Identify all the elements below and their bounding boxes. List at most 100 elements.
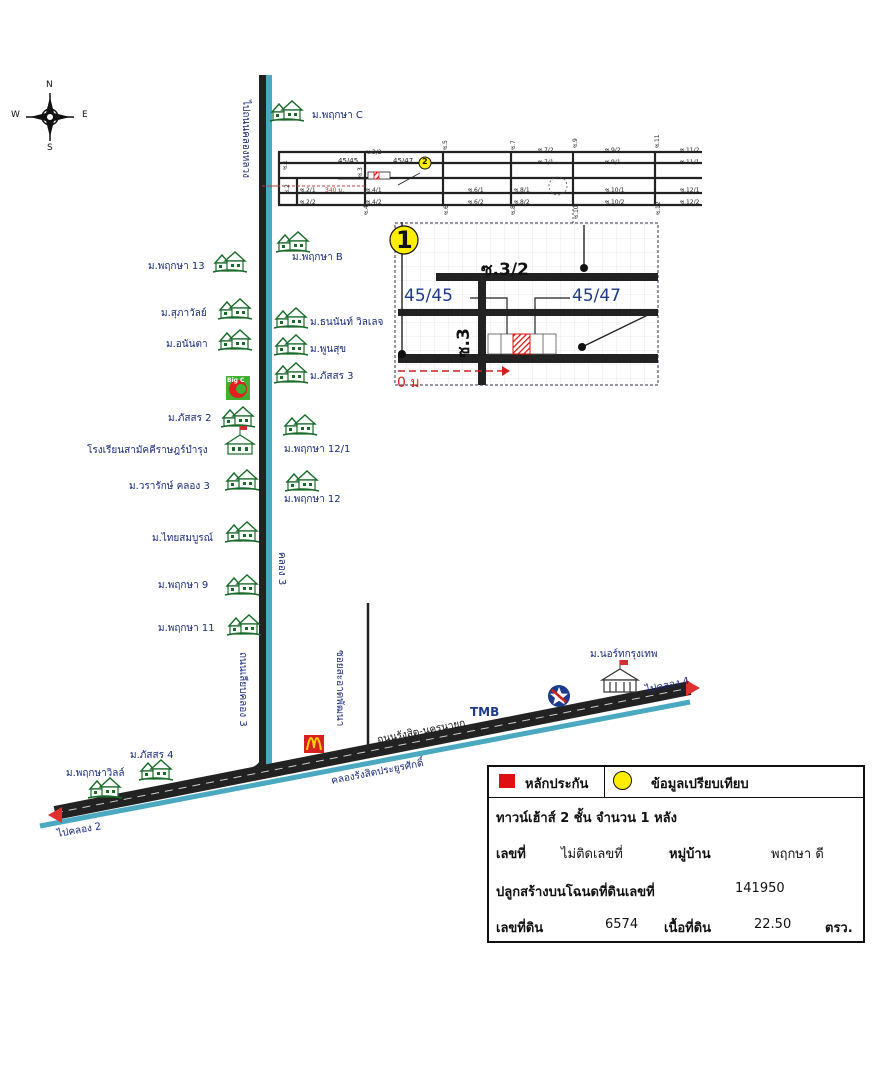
- soi-grid-label: ซ.11/2: [680, 147, 700, 154]
- village-pruksa-b-icon: [276, 231, 310, 253]
- soi-grid-label: ซ.6: [443, 205, 450, 215]
- compass-w: W: [11, 110, 20, 120]
- inset-distance: 0 ม: [397, 375, 420, 391]
- area-unit: ตรว.: [825, 921, 853, 936]
- inset-map: [389, 222, 659, 386]
- village-pruksa11-icon: [227, 614, 261, 636]
- soi-grid-label: ซ.8/2: [514, 199, 530, 206]
- soi-grid-label: ซ.10/2: [605, 199, 625, 206]
- village-thananan-icon: [274, 307, 308, 329]
- soi-grid-label: ซ.11: [654, 134, 661, 148]
- tmb-logo: TMB: [470, 705, 500, 719]
- arrow-left-icon: [48, 807, 62, 823]
- village-label: ม.ไทยสมบูรณ์: [152, 533, 213, 544]
- village-pruksa12-icon: [285, 470, 319, 492]
- compass-e: E: [82, 110, 88, 120]
- comparable-marker-2: [418, 156, 432, 170]
- village-passorn4-icon: [139, 759, 173, 781]
- comparable-marker-label: 2: [422, 157, 428, 166]
- house-no-label: เลขที่: [496, 847, 526, 862]
- village-label: ม.พฤกษา 13: [148, 261, 205, 272]
- village-label: ม.พฤกษา 9: [158, 580, 209, 591]
- soi-grid-label: ซ.8/1: [514, 187, 530, 194]
- soi-grid-label: ซ.3: [357, 167, 364, 177]
- village-label: ม.พฤกษา 11: [158, 623, 215, 634]
- inset-number: 1: [396, 226, 413, 254]
- village-pruksa12-1-icon: [283, 414, 317, 436]
- village-label: ม.พูนสุข: [310, 344, 347, 355]
- grid-distance-label: 340 ม.: [325, 187, 345, 194]
- village-label: ม.นอร์ทกรุงเทพ: [590, 649, 658, 660]
- soi-grid-label: ซ.9/1: [605, 159, 621, 166]
- soi-grid-label: ซ.10: [573, 205, 580, 219]
- village-ananta-icon: [218, 329, 252, 351]
- legend-row: หลักประกัน ข้อมูลเปรียบเทียบ: [489, 767, 863, 798]
- village-label: ม.ภัสสร 4: [130, 750, 174, 761]
- house-no-value: ไม่ติดเลขที่: [561, 847, 623, 862]
- soi-grid-label: ซ.5: [442, 140, 449, 150]
- soi-grid-label: ซ.9: [572, 138, 579, 148]
- village-label: ม.ภัสสร 3: [310, 371, 354, 382]
- soi-grid-label: ซ.2/2: [300, 199, 316, 206]
- village-wararak-icon: [225, 469, 259, 491]
- soi-grid-label: ซ.12: [655, 201, 662, 215]
- soi-grid-label: ซ.7: [510, 140, 517, 150]
- village-poonsuk-icon: [274, 334, 308, 356]
- village-thaisomboon-icon: [225, 521, 259, 543]
- village-label: ม.พฤกษา B: [292, 252, 343, 263]
- inset-soi-side: ซ.3: [454, 328, 474, 358]
- land-no-value: 6574: [605, 917, 639, 932]
- soi-grid-label: ซ.6/1: [468, 187, 484, 194]
- soi-grid-label: ซ.12/2: [680, 199, 700, 206]
- soi-grid-label: ซ.7/1: [538, 159, 554, 166]
- village-label: ม.สุภาวัลย์: [161, 308, 207, 319]
- inset-soi-main: ซ.3/2: [481, 260, 529, 280]
- legend-comparable: ข้อมูลเปรียบเทียบ: [651, 777, 749, 792]
- village-passorn3-icon: [274, 362, 308, 384]
- soi-grid-label: ซ.2: [284, 184, 291, 194]
- area-label: เนื้อที่ดิน: [664, 921, 712, 936]
- soi-grid-label: ซ.10/1: [605, 187, 625, 194]
- bigc-logo: [226, 376, 250, 400]
- inset-house-left: 45/45: [404, 286, 453, 306]
- village-supawan-icon: [218, 298, 252, 320]
- highway-canal: [39, 699, 691, 829]
- soi-grid-label: ซ.9/2: [605, 147, 621, 154]
- legend-collateral: หลักประกัน: [525, 777, 589, 792]
- grid-house-label: 45/47: [393, 157, 414, 165]
- building-icon: [599, 660, 641, 693]
- road-label-vertical: ถนนเลียบคลอง 3: [237, 652, 248, 727]
- deed-label: ปลูกสร้างบนโฉนดที่ดินเลขที่: [496, 885, 655, 900]
- main-road-vertical: [259, 75, 266, 765]
- area-value: 22.50: [754, 917, 792, 932]
- mcdonalds-logo: [304, 735, 324, 753]
- soi-label: ซอยสะอาดพัฒนา: [334, 650, 345, 727]
- canal-vertical: [266, 75, 272, 775]
- village-label: ม.พฤกษาวิลล์: [66, 768, 125, 779]
- compass-n: N: [46, 80, 53, 90]
- bigc-label: Big C: [227, 377, 245, 384]
- school-icon: [223, 426, 257, 455]
- soi-grid-label: ซ.4/1: [366, 187, 382, 194]
- canal-label: คลอง 3: [276, 552, 287, 586]
- comparable-legend-icon: [613, 771, 632, 790]
- soi-grid: [277, 150, 702, 207]
- village-pruksaville-icon: [88, 777, 122, 799]
- village-label: ม.พฤกษา 12/1: [284, 444, 351, 455]
- inset-marker-icon: [389, 225, 419, 255]
- village-label: ม.ธนนันท์ วิลเลจ: [310, 317, 384, 328]
- soi-grid-label: ซ.1: [282, 160, 289, 170]
- village-pruksa-13-icon: [213, 251, 247, 273]
- village-label: ม.วรารักษ์ คลอง 3: [129, 481, 210, 492]
- village-pruksa9-icon: [225, 574, 259, 596]
- village-label: หมู่บ้าน: [669, 847, 711, 862]
- collateral-legend-icon: [499, 774, 515, 788]
- village-label: ม.พฤกษา 12: [284, 494, 341, 505]
- village-passorn2-icon: [221, 406, 255, 428]
- village-pruksa-c-icon: [270, 100, 304, 122]
- soi-grid-label: ซ.11/1: [680, 159, 700, 166]
- soi-grid-label: ซ.12/1: [680, 187, 700, 194]
- soi-grid-label: ซ.2/1: [300, 187, 316, 194]
- property-details-table: หลักประกัน ข้อมูลเปรียบเทียบ ทาวน์เฮ้าส์…: [487, 765, 865, 943]
- village-label: ม.อนันตา: [166, 339, 208, 350]
